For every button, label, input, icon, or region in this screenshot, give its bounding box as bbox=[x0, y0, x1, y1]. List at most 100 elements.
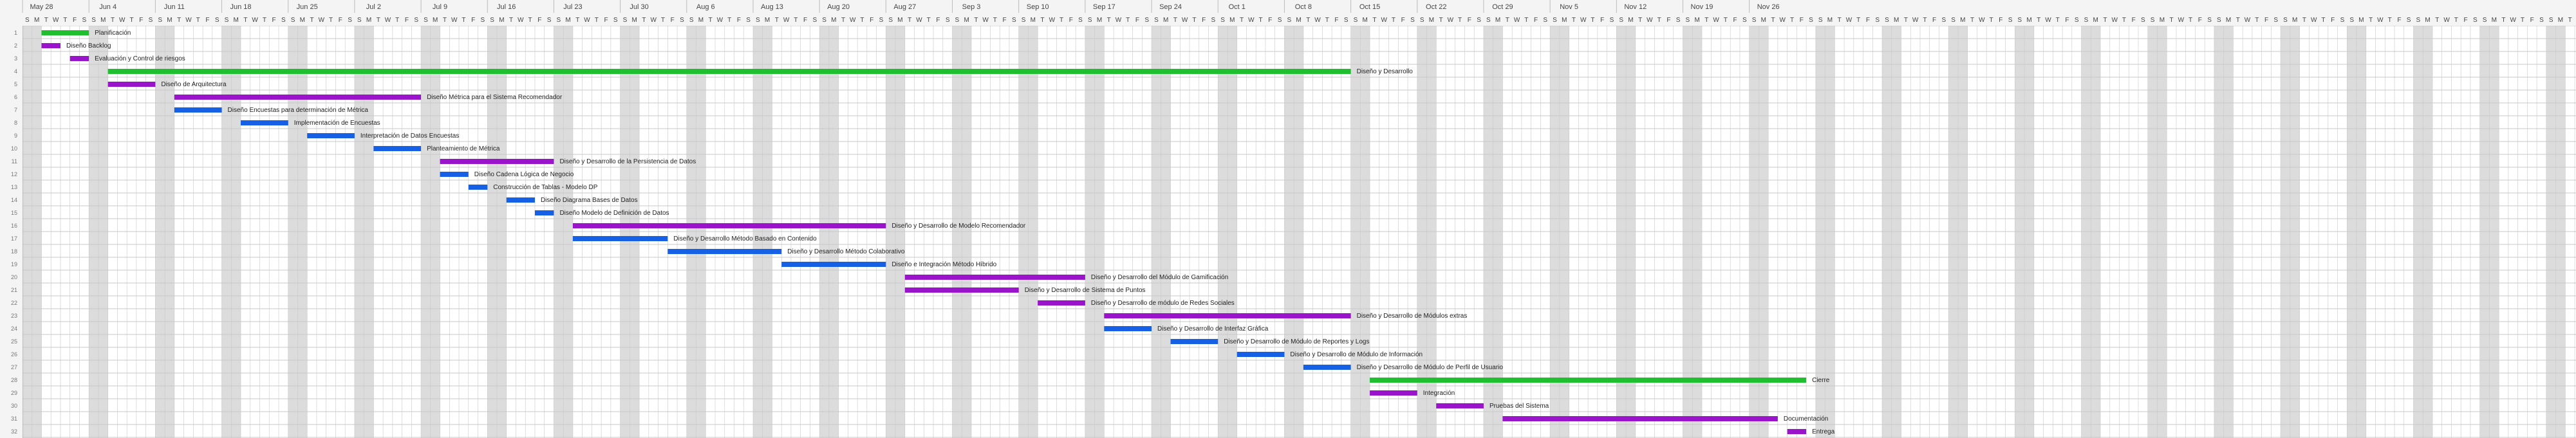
week-label: Nov 26 bbox=[1757, 3, 1780, 11]
task-label: Diseño Cadena Lógica de Negocio bbox=[474, 171, 574, 178]
weekend-column bbox=[231, 13, 241, 438]
day-letter: F bbox=[1866, 17, 1870, 24]
weekend-column bbox=[895, 13, 905, 438]
row-number: 6 bbox=[14, 94, 17, 100]
row-number: 19 bbox=[11, 261, 17, 268]
task-bar bbox=[1502, 416, 1778, 421]
day-letter: T bbox=[860, 17, 864, 24]
day-letter: S bbox=[1543, 17, 1547, 24]
weekend-column bbox=[2157, 13, 2167, 438]
day-letter: T bbox=[1059, 17, 1063, 24]
day-letter: S bbox=[1742, 17, 1747, 24]
day-letter: T bbox=[1724, 17, 1728, 24]
day-letter: W bbox=[783, 17, 790, 24]
day-letter: S bbox=[291, 17, 295, 24]
day-letter: S bbox=[547, 17, 552, 24]
day-letter: M bbox=[2226, 17, 2231, 24]
weekend-column bbox=[1018, 13, 1029, 438]
weekend-column bbox=[1094, 13, 1105, 438]
day-letter: F bbox=[2463, 17, 2467, 24]
weekend-column bbox=[1882, 13, 1892, 438]
day-letter: S bbox=[1012, 17, 1016, 24]
row-number: 29 bbox=[11, 390, 17, 396]
week-label: May 28 bbox=[30, 3, 53, 11]
day-letter: M bbox=[1894, 17, 1899, 24]
task-label: Diseño y Desarrollo de la Persistencia d… bbox=[559, 158, 696, 165]
day-letter: F bbox=[2397, 17, 2401, 24]
day-letter: F bbox=[1534, 17, 1538, 24]
day-letter: M bbox=[167, 17, 172, 24]
task-bar bbox=[107, 69, 1351, 74]
weekend-column bbox=[2015, 13, 2025, 438]
day-letter: T bbox=[1506, 17, 1509, 24]
day-letter: W bbox=[1580, 17, 1587, 24]
day-letter: T bbox=[1657, 17, 1661, 24]
week-label: Sep 3 bbox=[962, 3, 981, 11]
week-label: Oct 15 bbox=[1359, 3, 1380, 11]
day-letter: T bbox=[974, 17, 978, 24]
task-label: Diseño y Desarrollo de Módulo de Perfil … bbox=[1357, 364, 1504, 371]
day-letter: S bbox=[82, 17, 86, 24]
row-number: 4 bbox=[14, 68, 17, 75]
weekend-column bbox=[2423, 13, 2432, 438]
task-bar bbox=[1104, 326, 1152, 331]
task-label: Diseño y Desarrollo de Interfaz Gráfica bbox=[1157, 325, 1269, 333]
day-letter: W bbox=[1713, 17, 1719, 24]
day-letter: S bbox=[1553, 17, 1557, 24]
weekend-column bbox=[2357, 13, 2366, 438]
day-letter: F bbox=[870, 17, 873, 24]
day-letter: F bbox=[671, 17, 675, 24]
day-letter: T bbox=[263, 17, 266, 24]
task-bar bbox=[1170, 339, 1218, 344]
row-number: 3 bbox=[14, 55, 17, 62]
day-letter: T bbox=[2435, 17, 2439, 24]
day-letter: T bbox=[2170, 17, 2174, 24]
weekend-column bbox=[487, 13, 497, 438]
day-letter: S bbox=[2084, 17, 2089, 24]
weekend-column bbox=[1692, 13, 1702, 438]
day-letter: W bbox=[850, 17, 856, 24]
day-letter: M bbox=[1097, 17, 1102, 24]
day-letter: W bbox=[252, 17, 258, 24]
weekend-column bbox=[2479, 13, 2490, 438]
day-letter: W bbox=[451, 17, 458, 24]
day-letter: S bbox=[1278, 17, 1282, 24]
day-letter: S bbox=[1088, 17, 1092, 24]
day-letter: T bbox=[642, 17, 646, 24]
day-letter: T bbox=[243, 17, 247, 24]
weekend-column bbox=[1626, 13, 1636, 438]
day-letter: W bbox=[119, 17, 126, 24]
weekend-column bbox=[2413, 13, 2423, 438]
day-letter: S bbox=[490, 17, 494, 24]
weekend-column bbox=[354, 13, 364, 438]
day-letter: M bbox=[831, 17, 836, 24]
week-label: Aug 13 bbox=[761, 3, 783, 11]
day-letter: S bbox=[2340, 17, 2345, 24]
day-letter: F bbox=[1468, 17, 1471, 24]
week-label: Jul 30 bbox=[630, 3, 648, 11]
task-bar bbox=[41, 43, 61, 48]
week-label: Jun 4 bbox=[99, 3, 117, 11]
row-number: 16 bbox=[11, 223, 17, 229]
day-letter: W bbox=[1314, 17, 1321, 24]
week-label: Nov 5 bbox=[1560, 3, 1578, 11]
day-letter: F bbox=[1135, 17, 1139, 24]
day-letter: T bbox=[2236, 17, 2240, 24]
day-letter: S bbox=[1477, 17, 1481, 24]
day-letter: T bbox=[63, 17, 67, 24]
day-letter: M bbox=[1429, 17, 1434, 24]
day-letter: F bbox=[1666, 17, 1670, 24]
day-letter: S bbox=[1154, 17, 1159, 24]
day-letter: M bbox=[897, 17, 902, 24]
day-letter: T bbox=[329, 17, 333, 24]
day-letter: S bbox=[1676, 17, 1681, 24]
day-letter: T bbox=[111, 17, 115, 24]
weekend-column bbox=[1284, 13, 1294, 438]
row-number: 32 bbox=[11, 428, 17, 435]
day-letter: M bbox=[698, 17, 704, 24]
day-letter: T bbox=[794, 17, 798, 24]
row-number-column: 1234567891011121314151617181920212223242… bbox=[0, 26, 23, 438]
task-label: Construcción de Tablas - Modelo DP bbox=[493, 184, 597, 191]
weekend-column bbox=[297, 13, 308, 438]
